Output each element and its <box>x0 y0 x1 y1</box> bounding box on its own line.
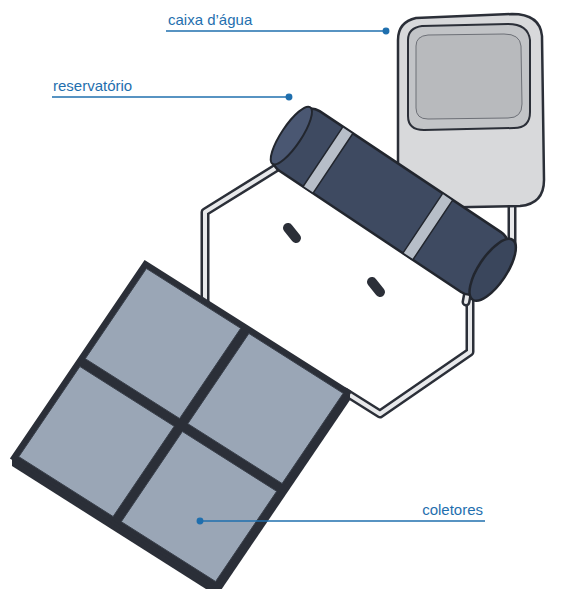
collector-panels <box>19 269 343 582</box>
part-label: reservatório <box>53 77 132 95</box>
leader-lines <box>52 28 485 524</box>
part-label: coletores <box>422 501 483 519</box>
solar-collectors <box>12 262 350 589</box>
collector-panel <box>121 432 276 582</box>
reservoir-cylinder <box>263 100 524 307</box>
part-label: caixa d’água <box>168 11 252 29</box>
